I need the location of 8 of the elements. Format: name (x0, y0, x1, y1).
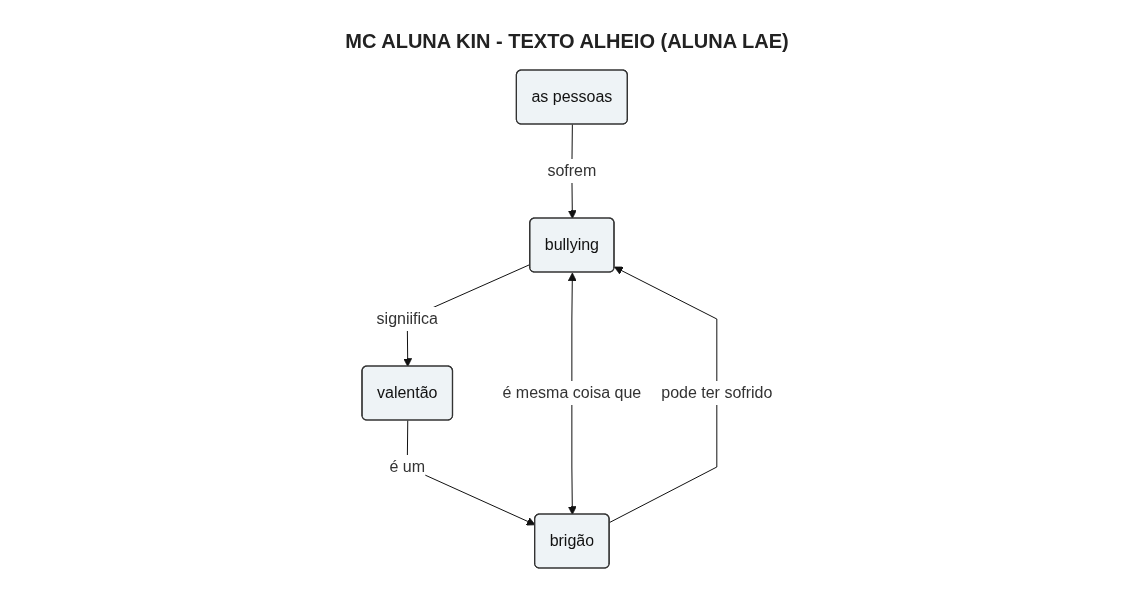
arrow (608, 266, 718, 523)
edge-label: é mesma coisa que (502, 384, 642, 401)
arrow (567, 272, 577, 515)
edge-label: pode ter sofrido (661, 384, 773, 401)
diagram-title: MC ALUNA KIN - TEXTO ALHEIO (ALUNA LAE) (344, 30, 790, 53)
edge-label: sofrem (547, 162, 597, 179)
edge-label: signiifica (376, 310, 438, 327)
edge-label: é um (389, 458, 425, 475)
